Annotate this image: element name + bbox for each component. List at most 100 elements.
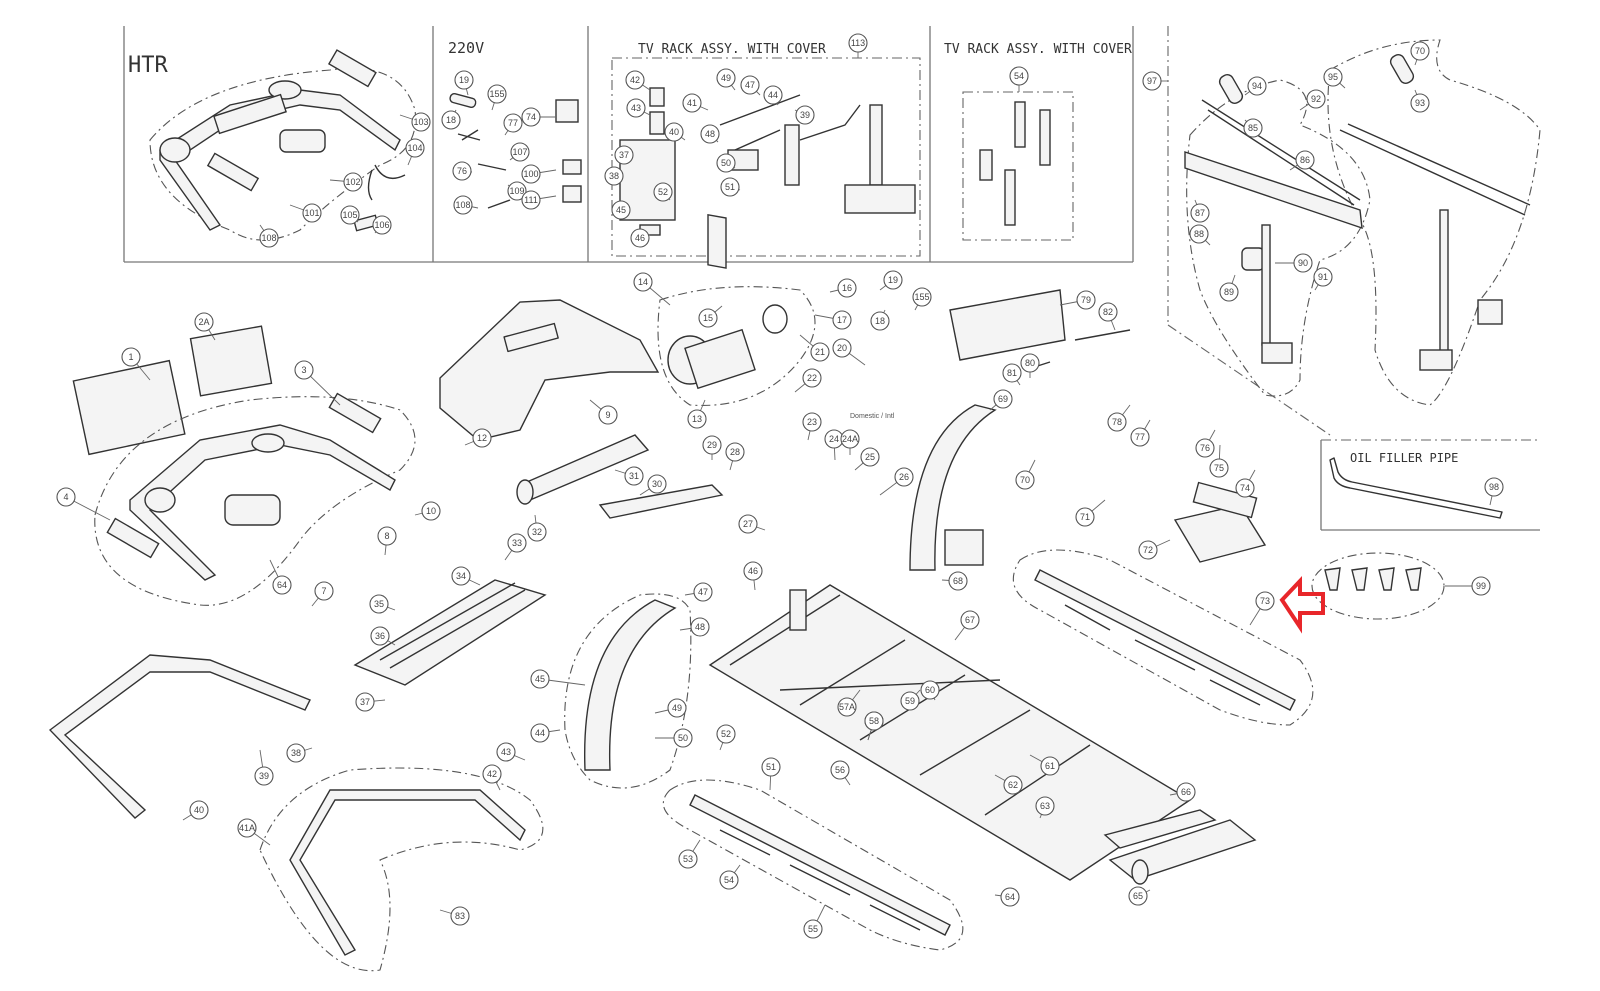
callout-number: 95 xyxy=(1328,72,1338,82)
callout-circle xyxy=(633,272,653,292)
callout-number: 71 xyxy=(1080,512,1090,522)
callout-circle xyxy=(254,766,274,786)
handrail-group-illustration xyxy=(1184,39,1541,406)
callout-circle xyxy=(1293,253,1313,273)
part-callout-44: 44 xyxy=(530,723,561,743)
motor-hood-illustration xyxy=(439,299,660,441)
callout-circle xyxy=(698,308,718,328)
callout-number: 64 xyxy=(1005,892,1015,902)
callout-circle xyxy=(1142,71,1162,91)
part-callout-37: 37 xyxy=(355,692,386,712)
callout-number: 44 xyxy=(535,728,545,738)
callout-circle xyxy=(870,311,890,331)
part-callout-24a: 24A xyxy=(840,429,860,455)
callout-number: 3 xyxy=(301,365,306,375)
callout-number: 78 xyxy=(1112,417,1122,427)
callout-circle xyxy=(370,626,390,646)
callout-circle xyxy=(1138,540,1158,560)
callout-circle xyxy=(738,514,758,534)
callout-number: 34 xyxy=(456,571,466,581)
callout-number: 37 xyxy=(619,150,629,160)
callout-number: 87 xyxy=(1195,208,1205,218)
part-callout-43: 43 xyxy=(626,98,651,118)
callout-circle xyxy=(237,818,257,838)
callout-circle xyxy=(503,113,523,133)
callout-circle xyxy=(452,161,472,181)
callout-number: 60 xyxy=(925,685,935,695)
callout-circle xyxy=(625,70,645,90)
part-callout-107: 107 xyxy=(509,142,530,162)
callout-circle xyxy=(802,412,822,432)
callout-number: 29 xyxy=(707,440,717,450)
callout-number: 91 xyxy=(1318,272,1328,282)
callout-number: 39 xyxy=(259,771,269,781)
part-callout-111: 111 xyxy=(521,190,557,210)
callout-circle xyxy=(530,723,550,743)
callout-number: 49 xyxy=(672,703,682,713)
rear-roller-illustration xyxy=(1103,809,1257,885)
oil-filler-pipe xyxy=(1329,457,1503,519)
part-callout-51: 51 xyxy=(720,177,741,197)
part-callout-18: 18 xyxy=(870,309,890,331)
callout-circle xyxy=(496,742,516,762)
callout-circle xyxy=(664,122,684,142)
part-callout-42: 42 xyxy=(482,764,502,791)
callout-number: 77 xyxy=(1135,432,1145,442)
callout-number: 47 xyxy=(698,587,708,597)
callout-circle xyxy=(521,164,541,184)
tv-rack-2-title: TV RACK ASSY. WITH COVER xyxy=(944,42,1132,57)
callout-circle xyxy=(507,533,527,553)
callout-circle xyxy=(411,112,431,132)
part-callout-30: 30 xyxy=(639,474,667,496)
part-callout-24: 24 xyxy=(824,429,844,461)
callout-number: 107 xyxy=(512,147,527,157)
part-callout-44: 44 xyxy=(763,85,783,106)
part-callout-1: 1 xyxy=(121,347,151,381)
part-callout-72: 72 xyxy=(1138,539,1171,560)
callout-circle xyxy=(848,33,868,53)
callout-number: 58 xyxy=(869,716,879,726)
part-callout-19: 19 xyxy=(454,70,474,96)
callout-circle xyxy=(960,610,980,630)
v220-illustration xyxy=(449,92,582,209)
callout-number: 48 xyxy=(695,622,705,632)
callout-circle xyxy=(1035,796,1055,816)
callout-circle xyxy=(810,342,830,362)
callout-number: 67 xyxy=(965,615,975,625)
part-callout-71: 71 xyxy=(1075,499,1106,527)
callout-circle xyxy=(372,215,392,235)
part-callout-53: 53 xyxy=(678,839,701,869)
tv-rack-1-title: TV RACK ASSY. WITH COVER xyxy=(638,42,826,57)
callout-circle xyxy=(743,561,763,581)
part-callout-13: 13 xyxy=(687,399,707,429)
callout-circle xyxy=(1313,267,1333,287)
callout-circle xyxy=(894,467,914,487)
callout-circle xyxy=(1128,886,1148,906)
side-rail-left-illustration xyxy=(662,779,964,951)
callout-number: 22 xyxy=(807,373,817,383)
callout-number: 10 xyxy=(426,506,436,516)
part-callout-39: 39 xyxy=(794,105,815,125)
part-callout-39: 39 xyxy=(254,749,274,786)
callout-circle xyxy=(830,760,850,780)
callout-circle xyxy=(1189,224,1209,244)
part-callout-18: 18 xyxy=(441,109,461,130)
callout-number: 89 xyxy=(1224,287,1234,297)
part-callout-49: 49 xyxy=(654,698,687,718)
part-callout-43: 43 xyxy=(496,742,526,762)
callout-number: 30 xyxy=(652,479,662,489)
callout-circle xyxy=(1002,363,1022,383)
callout-number: 66 xyxy=(1181,787,1191,797)
part-callout-23: 23 xyxy=(802,412,822,441)
part-callout-64: 64 xyxy=(994,887,1020,907)
callout-number: 113 xyxy=(851,38,865,48)
htr-box-title: HTR xyxy=(128,53,168,78)
callout-circle xyxy=(507,181,527,201)
part-callout-31: 31 xyxy=(614,466,644,486)
callout-number: 155 xyxy=(489,89,504,99)
callout-number: 38 xyxy=(291,748,301,758)
part-callout-99: 99 xyxy=(1445,576,1491,596)
callout-circle xyxy=(993,389,1013,409)
part-callout-101: 101 xyxy=(289,203,322,223)
